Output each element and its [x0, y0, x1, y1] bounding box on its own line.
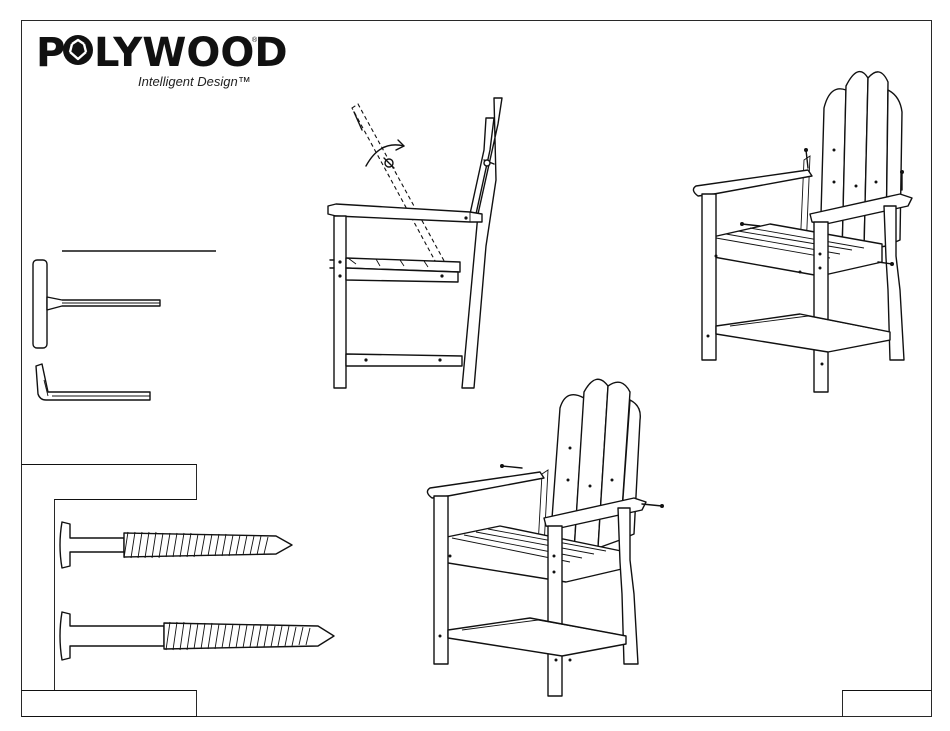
brand-tagline: Intelligent Design™ — [138, 74, 251, 89]
t-handle-hex-key-icon — [33, 260, 160, 348]
page-number-box — [843, 691, 932, 717]
hardware-box-frame — [22, 465, 197, 717]
page-frame — [22, 21, 932, 717]
diagram-chair-center — [427, 379, 664, 696]
lag-screw-short-icon — [60, 522, 292, 568]
polywood-logo-icon — [63, 35, 93, 65]
lag-screw-long-icon — [60, 612, 334, 660]
brand-logo: P LYWOOD ® Intelligent Design™ — [36, 30, 288, 89]
diagram-chair-right — [693, 72, 912, 392]
diagram-side-view — [328, 98, 502, 388]
l-hex-key-icon — [36, 364, 150, 400]
brand-registered-mark: ® — [252, 36, 258, 44]
brand-name-suffix: LYWOOD — [94, 30, 288, 76]
brand-name-prefix: P — [36, 30, 65, 76]
